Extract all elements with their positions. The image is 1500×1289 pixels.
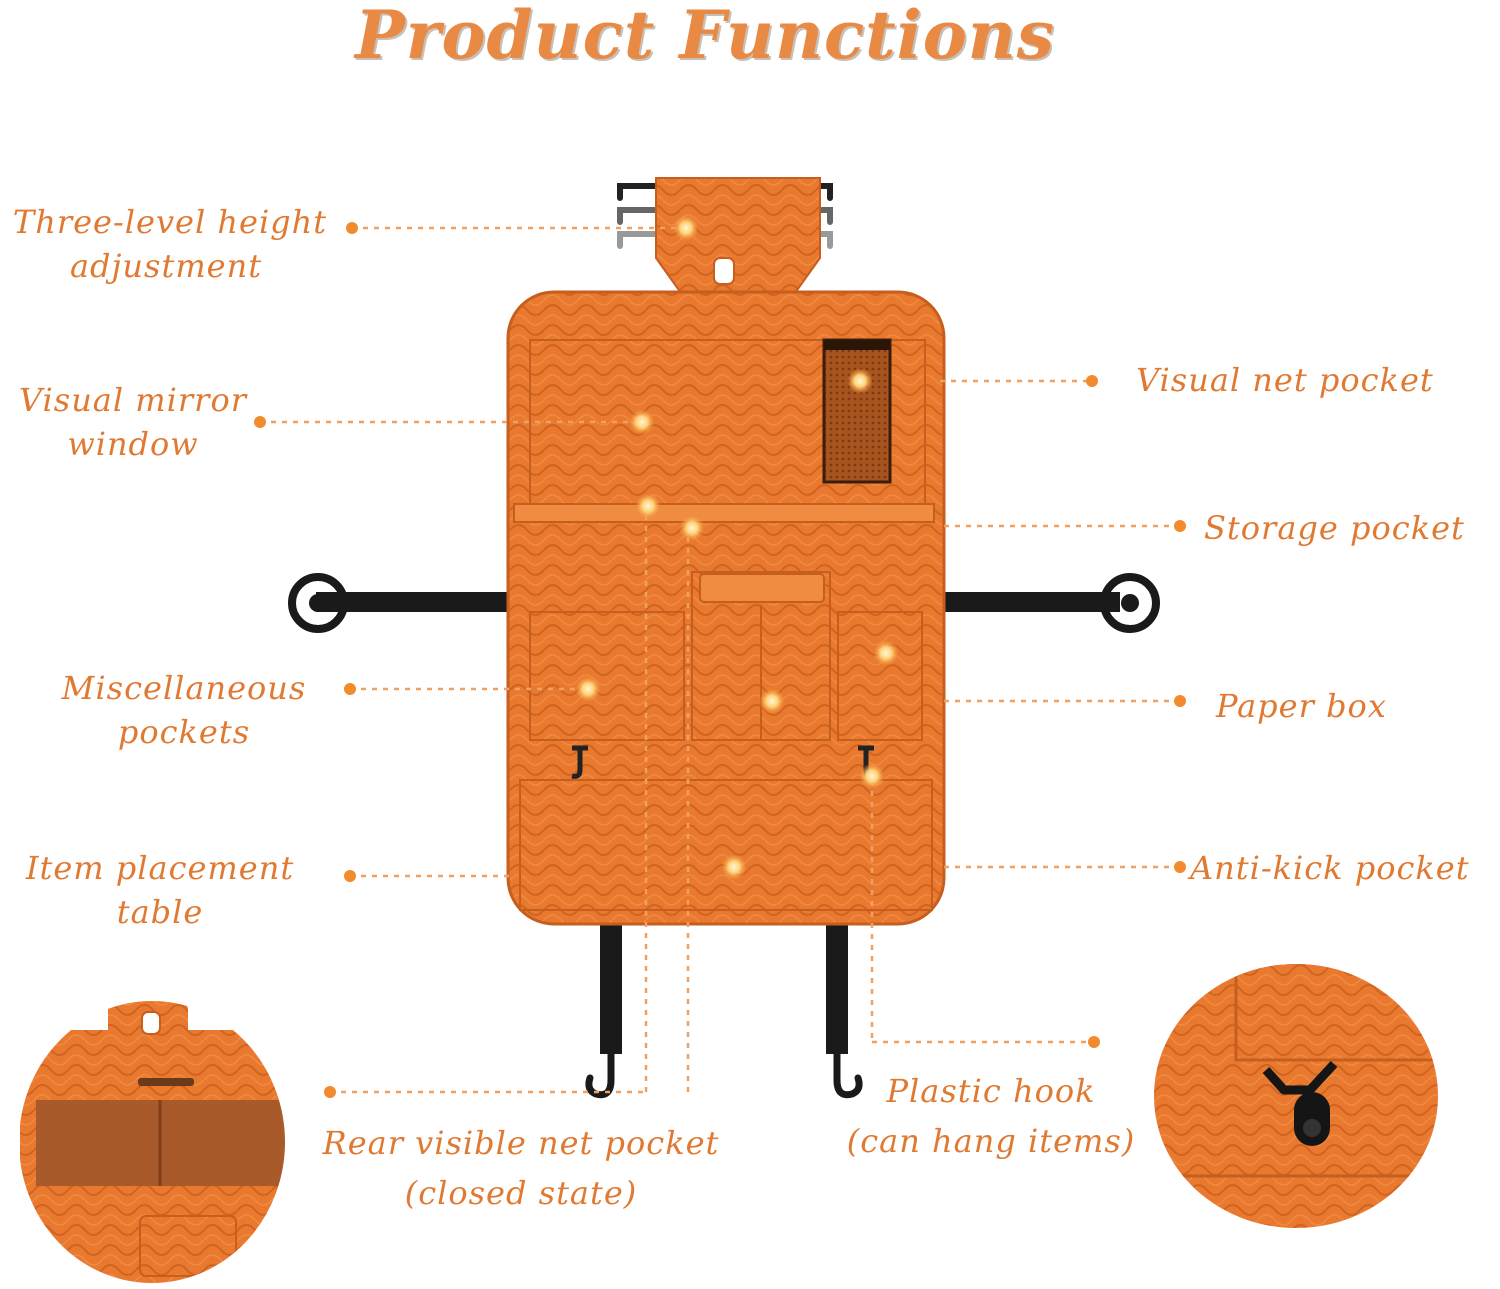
label-height-adjustment: Three-level height adjustment — [12, 203, 328, 285]
label-mirror-window: Visual mirror window — [18, 381, 248, 463]
plastic-hook-inset — [1154, 964, 1438, 1228]
label-placement-table: Item placement table — [25, 849, 295, 931]
label-rear-net-pocket: Rear visible net pocket (closed state) — [322, 1124, 720, 1212]
rear-net-pocket-inset — [17, 999, 287, 1285]
feature-markers — [575, 215, 899, 880]
label-plastic-hook: Plastic hook (can hang items) — [846, 1072, 1136, 1160]
label-storage-pocket: Storage pocket — [1204, 509, 1465, 547]
page-title: Product Functions — [355, 0, 1055, 74]
net-pocket — [822, 338, 892, 484]
label-paper-box: Paper box — [1216, 687, 1387, 725]
label-anti-kick: Anti-kick pocket — [1190, 849, 1470, 887]
label-misc-pockets: Miscellaneous pockets — [61, 669, 307, 751]
label-net-pocket: Visual net pocket — [1136, 361, 1434, 399]
placement-table — [513, 503, 935, 523]
